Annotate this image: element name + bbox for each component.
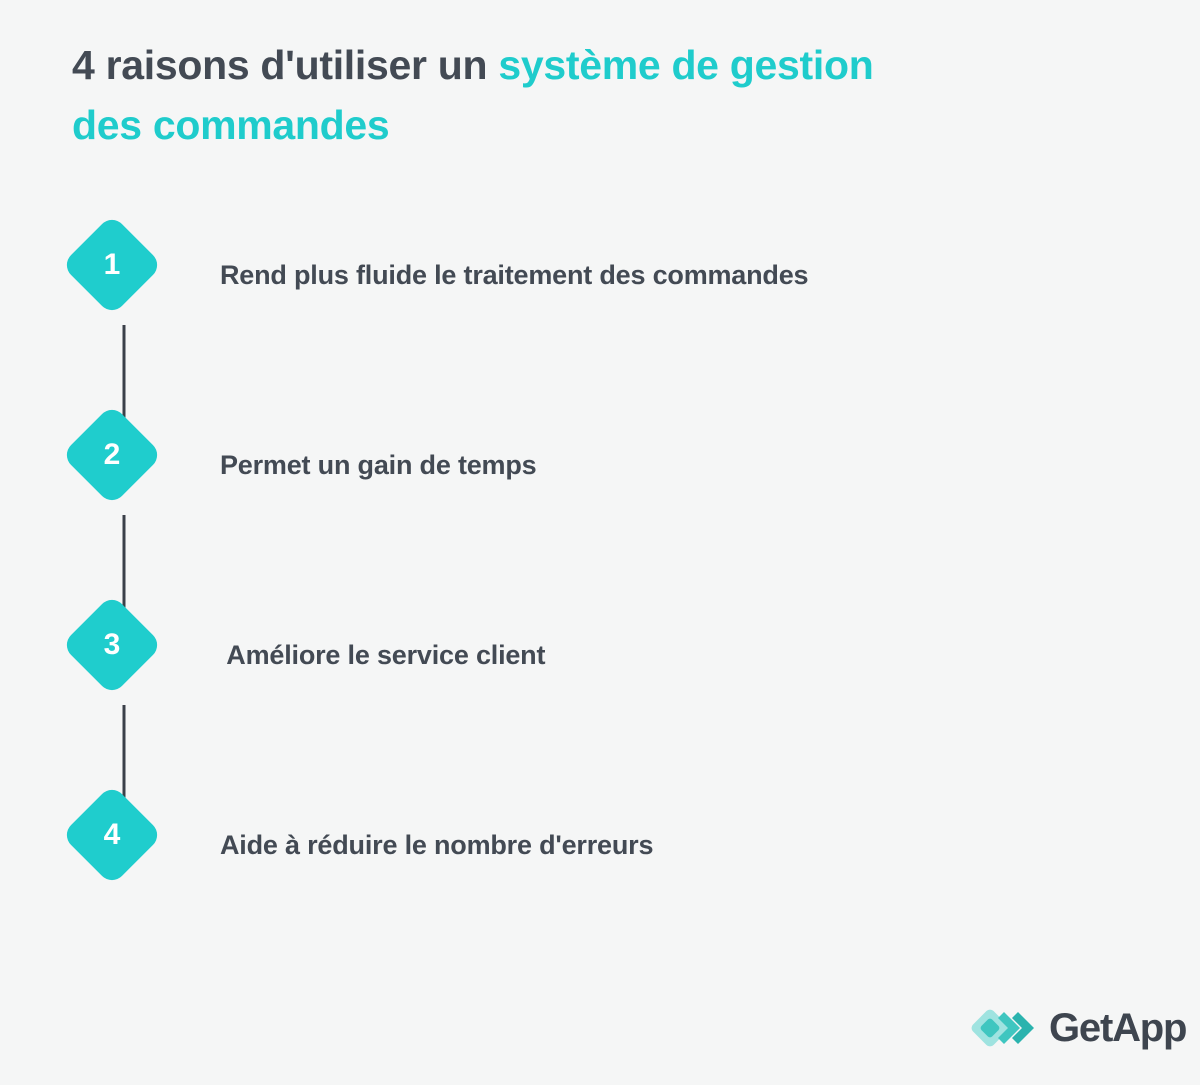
step-label-1: Rend plus fluide le traitement des comma… (220, 260, 809, 290)
step-number-1: 1 (103, 248, 121, 281)
connector-line-3-4 (122, 705, 126, 805)
connector-line-2-3 (122, 515, 126, 615)
connector-line-1-2 (122, 325, 126, 425)
step-label-3: Améliore le service client (220, 640, 546, 670)
title-segment-dark: 4 raisons d'utiliser un (72, 42, 499, 88)
title-segment-accent-2: des commandes (72, 101, 390, 148)
page-title: 4 raisons d'utiliser un système de gesti… (72, 36, 1082, 156)
getapp-logo-mark-icon (968, 1006, 1040, 1050)
step-number-3: 3 (103, 628, 121, 661)
step-number-4: 4 (103, 818, 121, 851)
step-number-2: 2 (103, 438, 121, 471)
step-label-4: Aide à réduire le nombre d'erreurs (220, 830, 654, 860)
title-block: 4 raisons d'utiliser un système de gesti… (72, 36, 1082, 156)
getapp-logo[interactable]: GetApp (968, 1006, 1187, 1050)
step-label-2: Permet un gain de temps (220, 450, 537, 480)
getapp-wordmark: GetApp (1049, 1006, 1187, 1050)
title-segment-accent-1: système de gestion (498, 42, 874, 88)
